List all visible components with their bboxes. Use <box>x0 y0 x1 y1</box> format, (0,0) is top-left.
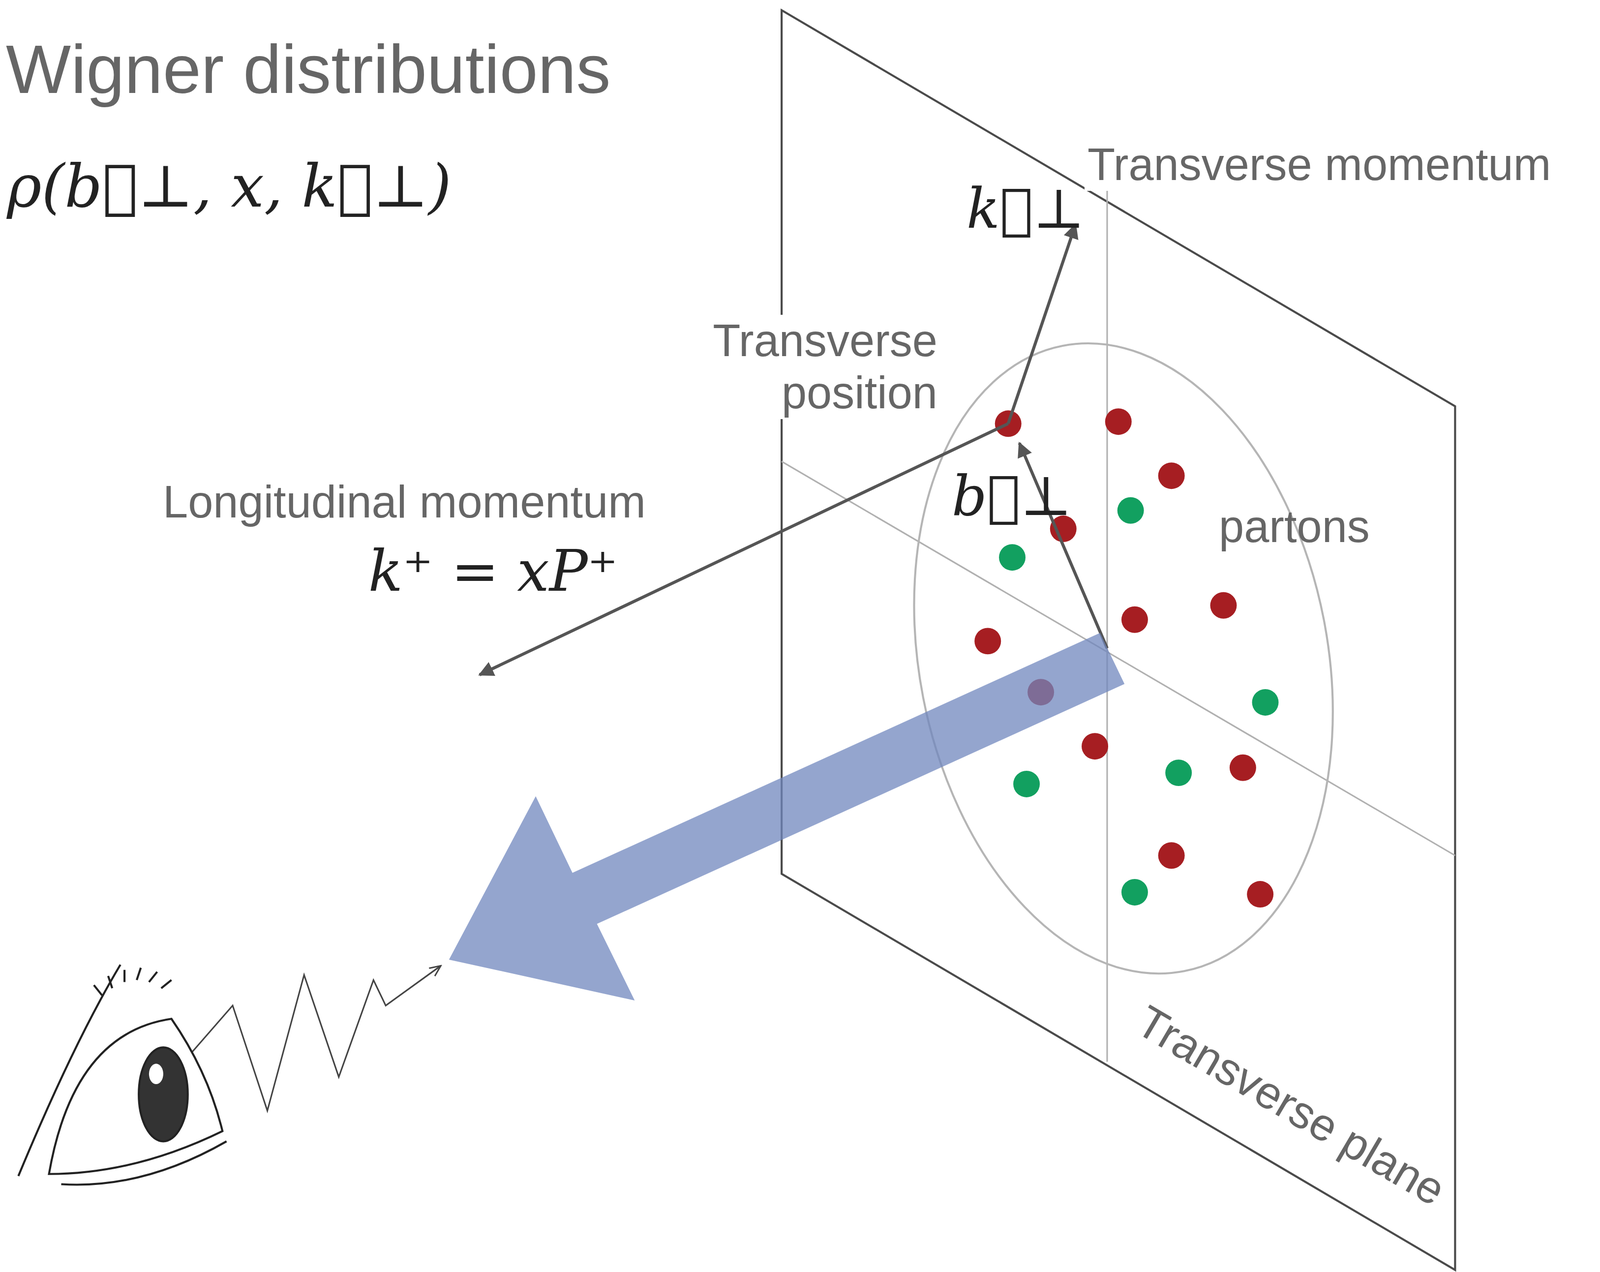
eye-drawing <box>18 964 227 1185</box>
title-holder: Wigner distributions <box>5 29 611 109</box>
axis-line <box>1106 188 1108 1062</box>
vector-label-holder: k⁺ = xP⁺ <box>365 538 621 604</box>
axis-label: Transverse position <box>678 314 941 420</box>
parton-label-holder: partons <box>1218 500 1370 553</box>
momentum-vector <box>1008 224 1076 424</box>
vector-label: b⃗⊥ <box>951 464 1072 528</box>
axis-label-holder: Transverse position <box>678 314 941 420</box>
vector-label: k⁺ = xP⁺ <box>365 538 621 604</box>
vector-label-holder: k⃗⊥ <box>966 177 1085 241</box>
axis-line <box>781 461 1455 856</box>
motion-arrow <box>449 633 1125 1001</box>
axis-label: Transverse momentum <box>1084 138 1554 191</box>
vector-label: k⃗⊥ <box>966 177 1085 241</box>
hadron-outline <box>862 306 1385 1011</box>
vector-label-holder: b⃗⊥ <box>951 464 1072 528</box>
formula-holder: ρ(b⃗⊥, x, k⃗⊥) <box>6 152 452 221</box>
title: Wigner distributions <box>5 29 611 109</box>
axis-label: Longitudinal momentum <box>159 476 649 529</box>
axis-label-holder: Longitudinal momentum <box>159 476 649 529</box>
parton-label: partons <box>1218 500 1370 553</box>
formula: ρ(b⃗⊥, x, k⃗⊥) <box>6 152 452 221</box>
photon-line <box>183 965 441 1111</box>
transverse-plane <box>781 10 1455 1270</box>
axis-label-holder: Transverse momentum <box>1084 138 1554 191</box>
